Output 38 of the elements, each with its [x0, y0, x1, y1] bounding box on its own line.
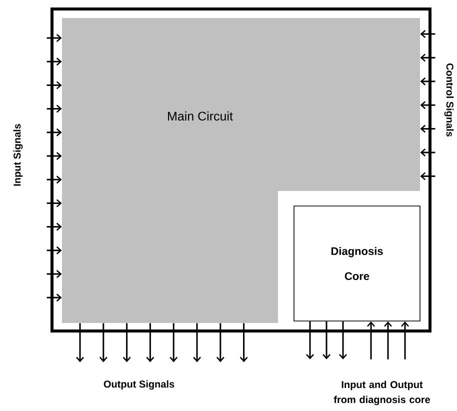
arrow	[76, 323, 84, 362]
arrow	[46, 222, 62, 231]
signal-label: Output Signals	[104, 380, 174, 390]
arrow	[240, 323, 248, 362]
arrow	[367, 321, 375, 360]
arrow	[122, 323, 131, 362]
arrow	[146, 323, 154, 362]
arrow	[420, 30, 436, 38]
arrow	[193, 323, 201, 362]
arrow	[46, 104, 62, 113]
arrow	[339, 321, 347, 360]
arrow	[420, 172, 436, 180]
arrow	[170, 323, 178, 362]
arrow	[46, 34, 62, 42]
arrow	[384, 321, 392, 360]
arrow	[322, 321, 330, 360]
arrow	[46, 199, 62, 208]
arrow	[46, 270, 62, 278]
arrow	[420, 148, 436, 156]
arrow	[46, 128, 62, 136]
arrow	[46, 58, 62, 66]
arrow	[46, 294, 62, 302]
arrow	[46, 152, 62, 160]
arrow	[420, 77, 436, 86]
arrow	[420, 54, 436, 62]
signal-label: Input and Output from diagnosis core	[334, 380, 430, 406]
arrow	[99, 323, 108, 362]
arrow	[306, 321, 314, 360]
arrow	[401, 321, 409, 360]
signal-label: Input Signals	[13, 124, 23, 186]
arrow	[46, 81, 62, 90]
arrow	[46, 176, 62, 184]
signal-label: Control Signals	[444, 63, 454, 137]
core-box: Diagnosis Core	[294, 206, 420, 322]
arrow	[46, 246, 62, 254]
arrow	[216, 323, 224, 362]
arrow	[420, 101, 436, 110]
arrow	[420, 124, 436, 133]
